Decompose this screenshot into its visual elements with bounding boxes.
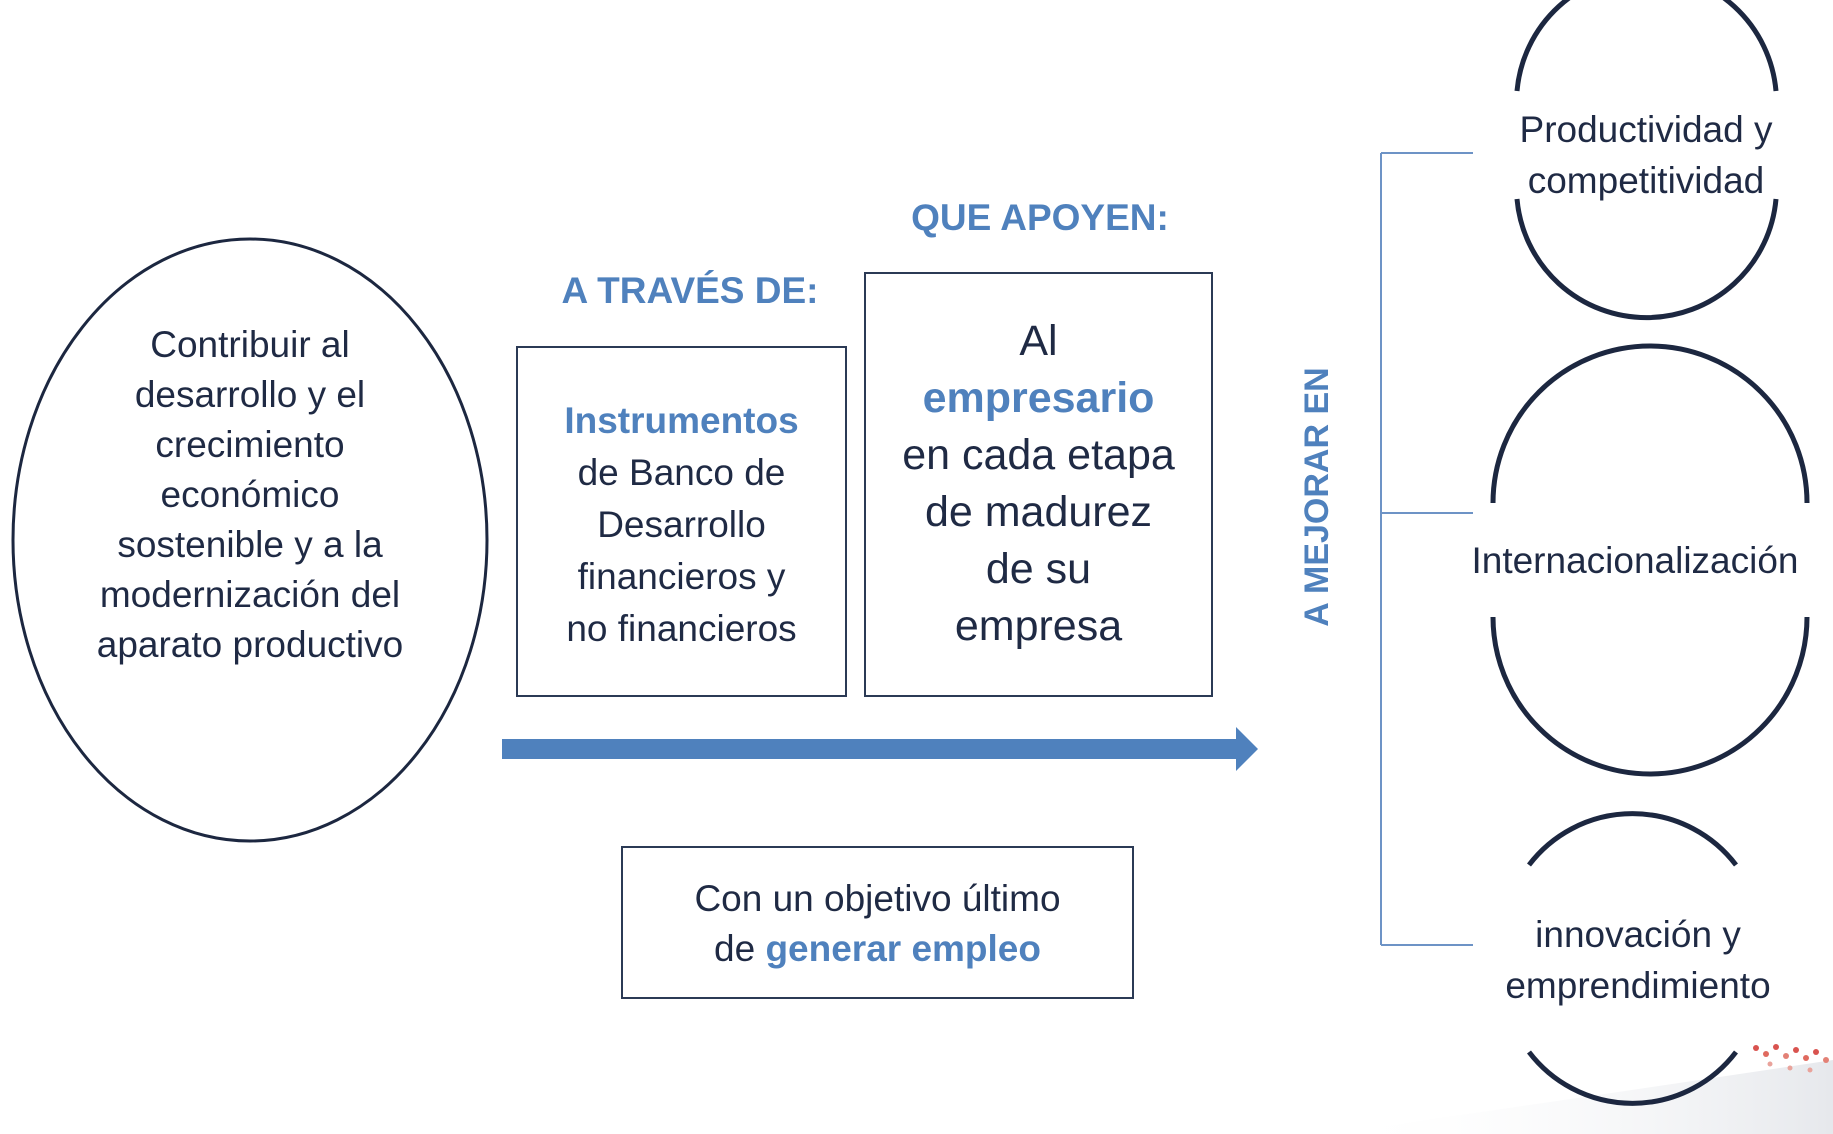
decorative-swoosh [1330,1060,1833,1134]
improve-vertical-label: A MEJORAR EN [1298,367,1336,627]
outcome-label-3: innovación y emprendimiento [1458,909,1818,1011]
outcome-circle-2 [1490,343,1810,777]
goal-line: aparato productivo [96,624,404,665]
goal-line: desarrollo y el [134,374,366,415]
entrepreneur-line: Al [1019,317,1058,365]
objective-box [621,846,1134,999]
instruments-highlight: Instrumentos [564,400,799,441]
outcome-line: competitividad [1527,160,1765,201]
objective-highlight: generar empleo [765,928,1041,969]
objective-prefix: de [714,928,766,969]
objective-text: Con un objetivo último de generar empleo [622,874,1133,974]
instruments-line: no financieros [566,608,797,649]
instruments-line: financieros y [577,556,786,597]
outcome-line: emprendimiento [1505,965,1771,1006]
goal-text: Contribuir al desarrollo y el crecimient… [40,320,460,670]
instruments-box [516,346,847,697]
outcome-circle-3 [1527,811,1738,1106]
goal-line: sostenible y a la [117,524,383,565]
entrepreneur-line: empresa [954,602,1123,650]
goal-line: económico [160,474,340,515]
outcome-line: Internacionalización [1471,540,1799,581]
instruments-text: Instrumentos de Banco de Desarrollo fina… [517,395,846,655]
outcome-line: Productividad y [1519,109,1773,150]
objective-line-2: de generar empleo [622,924,1133,974]
goal-ellipse [11,237,489,843]
goal-line: modernización del [99,574,401,615]
outcome-line: innovación y [1535,914,1741,955]
instruments-line: de Banco de [577,452,786,493]
entrepreneur-highlight: empresario [922,374,1155,422]
outcome-label-1: Productividad y competitividad [1466,104,1826,206]
outcome-bracket [1380,152,1473,946]
decorative-dots [1753,1044,1829,1073]
outcome-circle-1 [1514,0,1779,321]
entrepreneur-line: de su [985,545,1092,593]
objective-line: Con un objetivo último [694,878,1061,919]
through-heading: A TRAVÉS DE: [561,270,819,311]
entrepreneur-box [864,272,1213,697]
support-heading: QUE APOYEN: [911,197,1169,238]
entrepreneur-line: de madurez [924,488,1153,536]
outcome-label-2: Internacionalización [1440,535,1830,586]
flow-arrow [502,727,1258,771]
entrepreneur-text: Al empresario en cada etapa de madurez d… [865,313,1212,655]
instruments-line: Desarrollo [597,504,766,545]
goal-line: crecimiento [155,424,345,465]
entrepreneur-line: en cada etapa [902,431,1175,479]
goal-line: Contribuir al [150,324,350,365]
